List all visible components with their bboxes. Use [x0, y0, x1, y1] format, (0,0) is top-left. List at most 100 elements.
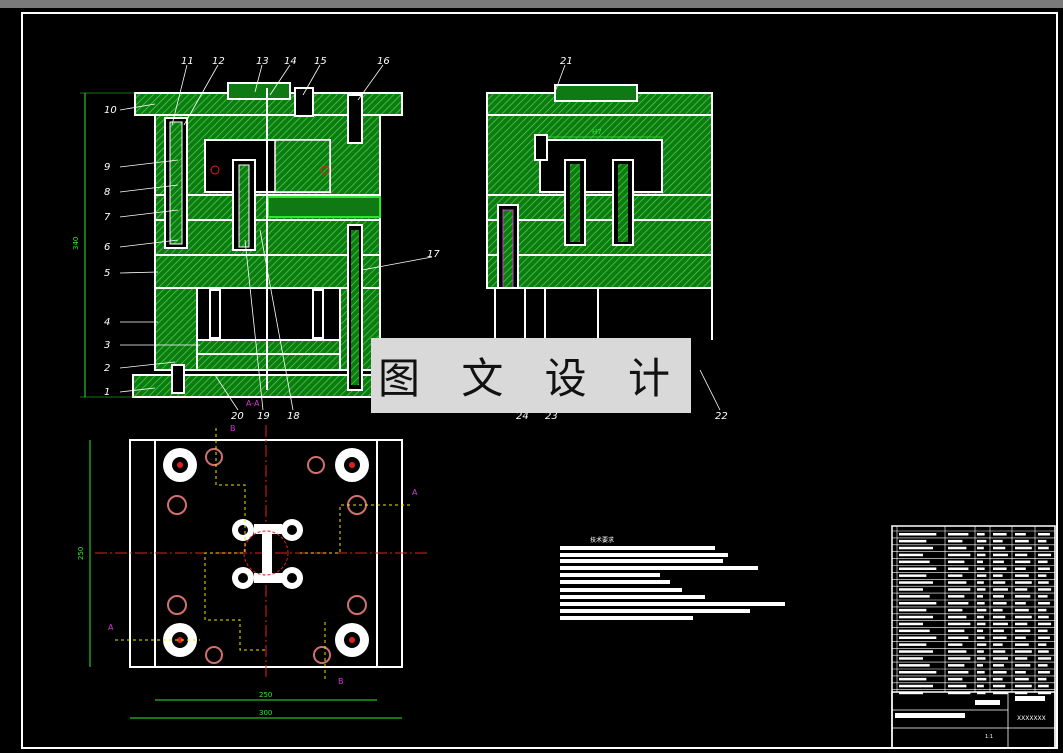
parts-list-cell-text: [899, 622, 923, 626]
screw-hole-group: [167, 448, 367, 664]
parts-list-cell-text: [977, 546, 984, 550]
parts-list-cell-text: [1015, 643, 1029, 646]
parts-list-cell-text: [899, 567, 937, 570]
parts-list-cell-text: [899, 636, 937, 639]
parts-list-cell-text: [993, 560, 1004, 564]
parts-list-cell-text: [1038, 622, 1052, 626]
part-number-label: 2: [104, 363, 110, 374]
parts-list-cell-text: [993, 595, 1004, 598]
parts-list-cell-text: [993, 622, 1008, 626]
parts-list-cell-text: [1038, 643, 1047, 646]
bottom-screw: [171, 364, 185, 394]
parts-list-cell-text: [977, 602, 985, 605]
section-path-lines: [115, 428, 410, 680]
center-mark: [320, 165, 330, 175]
parts-list-cell-text: [1015, 574, 1029, 577]
parts-list-cell-text: [1015, 588, 1028, 591]
cavity-insert: [274, 139, 331, 193]
part-number-label: 17: [427, 249, 440, 260]
parts-list-cell-text: [948, 602, 969, 605]
part-number-label: 11: [181, 56, 194, 67]
parts-list-cell-text: [899, 643, 927, 646]
parts-list-cell-text: [948, 629, 965, 633]
part-number-label: 21: [560, 56, 573, 67]
parts-list-cell-text: [977, 691, 986, 695]
parts-list-cell-text: [948, 546, 967, 550]
parts-list-cell-text: [1015, 553, 1028, 557]
parts-list-cell-text: [899, 588, 923, 591]
guide-bushing-group: [163, 448, 369, 657]
parts-list-cell-text: [993, 684, 1006, 688]
parts-list-cell-text: [948, 533, 969, 536]
parts-list-cell-text: [1038, 629, 1048, 633]
part-number-label: 8: [104, 187, 110, 198]
parts-list-cell-text: [977, 533, 985, 536]
tech-notes-title: 技术要求: [590, 536, 614, 544]
parts-list-cell-text: [993, 629, 1004, 633]
technical-notes: 技术要求: [560, 536, 785, 620]
parts-list-cell-text: [948, 664, 965, 667]
parts-list-cell-text: [948, 615, 967, 619]
parts-list-cell-text: [993, 664, 1004, 667]
parts-list-cell-text: [993, 691, 1008, 695]
parts-list-cell-text: [993, 602, 1007, 605]
parts-list-cell-text: [993, 615, 1006, 619]
drawing-scale: 1:1: [985, 734, 993, 740]
part-number-label: 12: [212, 56, 225, 67]
parts-list-cell-text: [899, 602, 937, 605]
part-number-label: 20: [231, 411, 244, 422]
part-number-label: 7: [104, 212, 111, 223]
sprue-bushing: [294, 87, 314, 117]
parts-list-cell-text: [993, 608, 1003, 612]
parts-list-cell-text: [993, 533, 1007, 536]
side-section-view: H7 21 22 23 24: [486, 56, 728, 422]
parts-list-cell-text: [948, 595, 965, 598]
parts-list-cell-text: [899, 677, 927, 681]
side-locating-ring: [554, 84, 638, 102]
part-number-label: 13: [256, 56, 269, 67]
parts-list-cell-text: [977, 636, 985, 639]
side-cavity-opening: [539, 139, 663, 193]
side-core-plate: [486, 219, 713, 256]
part-number-label: 19: [257, 411, 270, 422]
parts-list-cell-text: [1038, 636, 1050, 639]
parts-list-cell-text: [1038, 546, 1049, 550]
screw-top: [347, 94, 363, 144]
parts-list-cell-text: [948, 588, 971, 591]
side-support-plate: [486, 254, 713, 289]
parts-list-cell-text: [948, 581, 967, 584]
parts-list-cell-text: [993, 636, 1007, 639]
parts-list-cell-text: [1015, 657, 1028, 660]
parts-list-cell-text: [993, 567, 1007, 570]
outer-width-dimension-text: 300: [259, 709, 272, 717]
parts-list-cell-text: [899, 608, 927, 612]
parts-list-cell-text: [977, 539, 987, 543]
parts-list-cell-text: [899, 553, 923, 557]
parts-list-cell-text: [899, 615, 933, 619]
part-number-label: 1: [104, 387, 110, 398]
part-number-label: 22: [715, 411, 728, 422]
parts-list-cell-text: [1015, 650, 1032, 653]
title-block: [891, 691, 1056, 749]
parts-list-cell-text: [1038, 595, 1048, 598]
parts-list-cell-text: [977, 574, 987, 577]
parts-list-cell-text: [977, 588, 986, 591]
part-number-label: 23: [545, 411, 558, 422]
ejector-pin-1: [209, 289, 221, 339]
side-gap-text: H7: [592, 128, 602, 136]
parts-list-cell-text: [1015, 539, 1029, 543]
parts-list-cell-text: [1038, 664, 1048, 667]
parts-list-cell-text: [1038, 677, 1047, 681]
parts-list-cell-text: [1038, 608, 1047, 612]
ejector-pin-2: [312, 289, 324, 339]
parts-list-cell-text: [1038, 560, 1048, 564]
section-label-a: A: [108, 623, 114, 632]
parts-list-cell-text: [1038, 657, 1052, 660]
ejector-retainer-plate: [196, 339, 341, 355]
parts-list-cell-text: [993, 643, 1003, 646]
parts-list-cell-text: [1038, 581, 1049, 584]
return-pin-inner: [351, 230, 359, 385]
parts-list-cell-text: [948, 691, 971, 695]
watermark-overlay: 图 文 设 计: [371, 338, 691, 413]
